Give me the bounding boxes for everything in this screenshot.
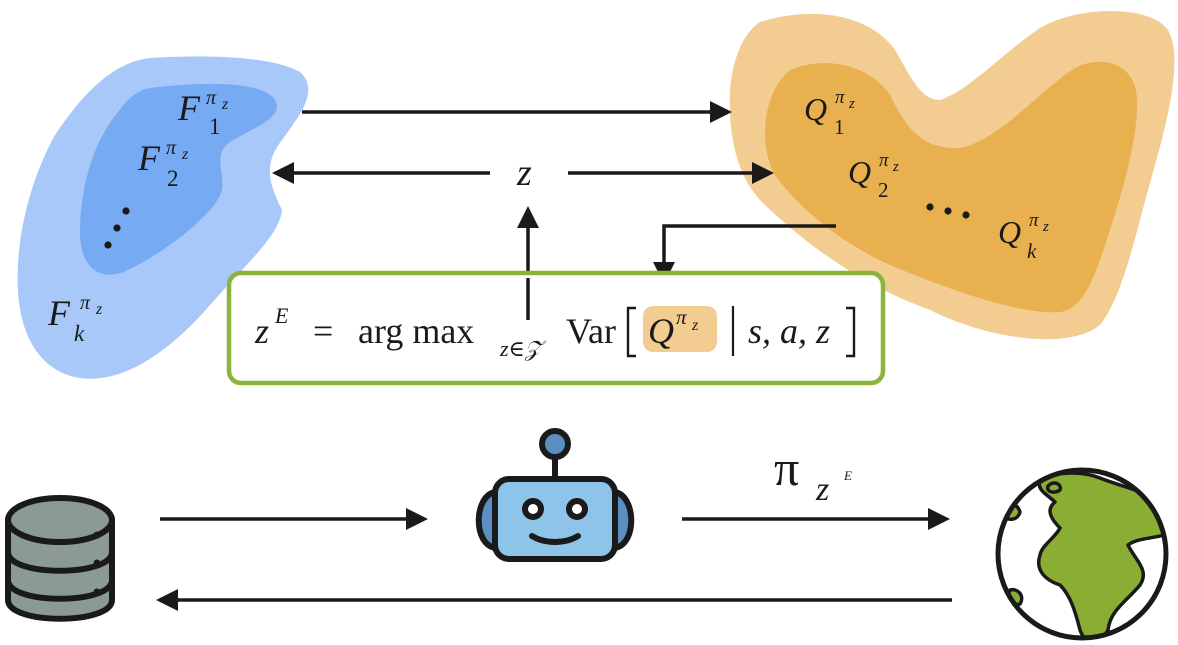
q2-sup: π: [879, 150, 889, 171]
qk-index: k: [1027, 239, 1037, 263]
f-ellipsis: [104, 207, 130, 249]
arrow-head-z-to-features: [272, 162, 294, 184]
q1-base: Q: [804, 91, 827, 127]
fk-base: F: [47, 293, 71, 333]
formula-argmax: arg max: [358, 311, 474, 351]
formula-right-bracket: [846, 306, 856, 358]
arrow-robot-to-earth: [682, 508, 950, 530]
formula-q: Q: [648, 311, 674, 351]
f1-base: F: [177, 88, 201, 128]
q2-index: 2: [878, 178, 889, 202]
successor-features-blob: F 1 π z F 2 π z F k π z: [17, 56, 309, 379]
f1-label: F 1 π z: [177, 87, 229, 139]
f1-sup-sub: z: [221, 96, 229, 113]
q1-label: Q 1 π z: [804, 87, 855, 139]
formula-conditioning: s, a, z: [748, 311, 830, 351]
arrow-head-formula-to-z: [517, 206, 539, 228]
fk-label: F k π z: [47, 292, 103, 346]
arrow-head-features-to-q: [710, 101, 732, 123]
qk-base: Q: [998, 214, 1021, 250]
q2-label: Q 2 π z: [848, 150, 899, 202]
q1-sup-sub: z: [848, 96, 855, 112]
f1-sup: π: [206, 87, 217, 109]
blue-inner-region: [79, 83, 277, 275]
formula-lhs: z: [254, 311, 269, 351]
q2-sup-sub: z: [892, 159, 899, 175]
qk-sup-sub: z: [1042, 219, 1049, 235]
formula-argmax-sub: z∈𝒵: [499, 336, 547, 361]
fk-sup: π: [80, 292, 91, 314]
formula-lhs-sup: E: [274, 303, 289, 328]
q-values-blob: Q 1 π z Q 2 π z Q k π z: [729, 10, 1175, 340]
f2-sup-sub: z: [181, 146, 189, 163]
policy-sub: z: [815, 471, 829, 508]
formula-left-bracket: [626, 306, 636, 358]
orange-inner-region: [765, 61, 1138, 313]
z-label: z: [516, 152, 532, 194]
fk-sup-sub: z: [95, 301, 103, 318]
arrow-q-to-formula: [662, 224, 836, 264]
formula-border: [226, 270, 886, 386]
q1-sup: π: [835, 87, 845, 108]
f2-label: F 2 π z: [137, 137, 189, 191]
q2-base: Q: [848, 154, 871, 190]
formula-q-sup-sub: z: [691, 317, 699, 334]
f2-sup: π: [166, 137, 177, 159]
q-highlight: [643, 306, 717, 352]
formula-var: Var: [566, 311, 616, 351]
formula-box: z E = arg max z∈𝒵 Var Q π z s, a, z: [226, 270, 886, 386]
q1-index: 1: [834, 115, 845, 139]
fk-index: k: [74, 321, 85, 346]
arrow-head-z-to-q: [752, 162, 774, 184]
formula-q-sup: π: [676, 305, 687, 329]
policy-sub-sup: E: [843, 468, 852, 483]
qk-sup: π: [1029, 210, 1039, 231]
policy-label: π z E: [774, 440, 852, 508]
earth-icon: [995, 467, 1169, 641]
formula-equals: =: [313, 311, 333, 351]
f2-base: F: [137, 138, 161, 178]
qk-label: Q k π z: [998, 210, 1049, 263]
f1-index: 1: [209, 114, 221, 139]
arrow-database-to-robot: [160, 508, 428, 530]
arrow-earth-to-database: [156, 589, 952, 611]
f2-index: 2: [167, 166, 179, 191]
q-ellipsis: [926, 203, 970, 219]
database-icon: [5, 495, 115, 622]
policy-pi: π: [774, 440, 799, 496]
robot-icon: [475, 428, 635, 562]
